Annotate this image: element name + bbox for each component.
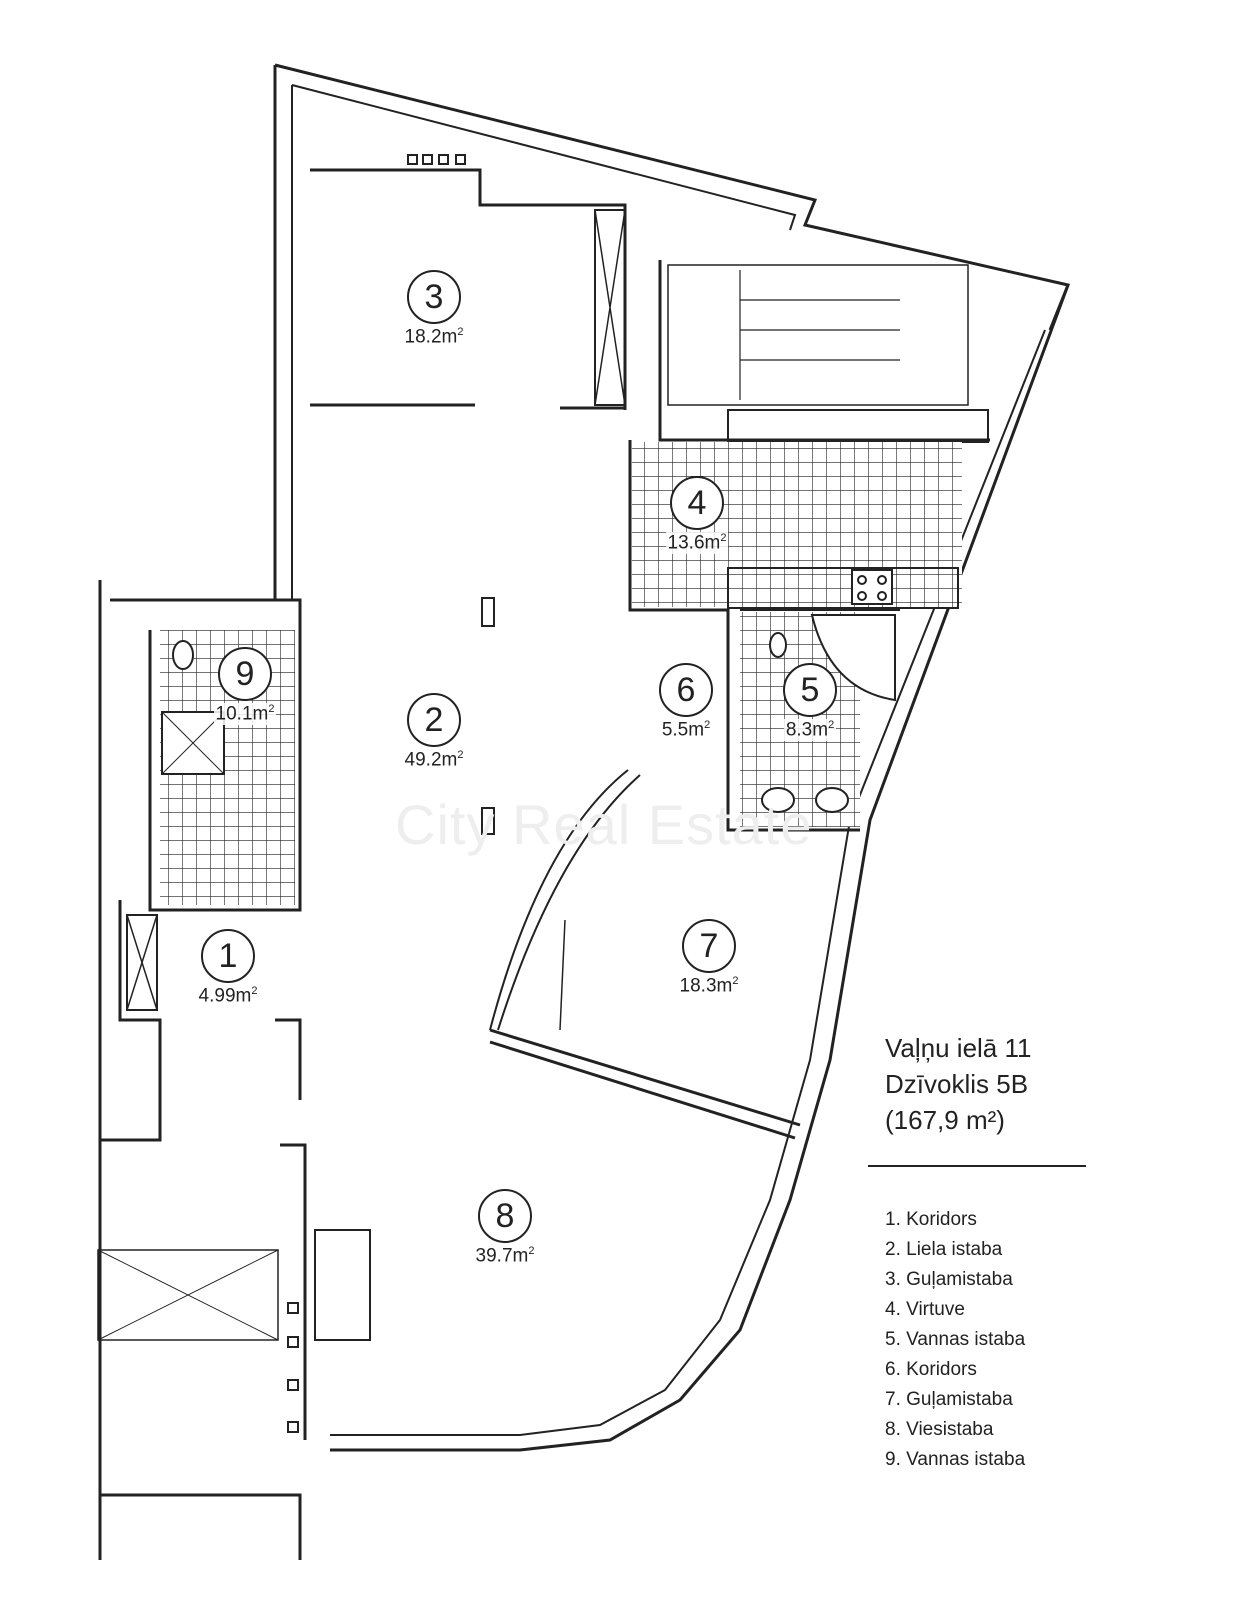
room-9-label: 9 10.1m2 [185,647,305,726]
room-area: 4.99m2 [196,985,260,1008]
room-8-label: 8 39.7m2 [445,1189,565,1268]
divider [868,1165,1086,1167]
watermark: City Real Estate [395,793,813,856]
legend-item: 6. Koridors [885,1359,977,1380]
legend-item: 5. Vannas istaba [885,1329,1026,1350]
room-area: 8.3m2 [783,719,837,742]
fixtures [161,567,959,813]
room-area: 39.7m2 [473,1245,537,1268]
room-number: 1 [201,929,255,983]
room-area: 49.2m2 [402,749,466,772]
legend-item: 2. Liela istaba [885,1239,1003,1260]
address: Vaļņu ielā 11 [885,1033,1032,1063]
apartment-name: Dzīvoklis 5B [885,1069,1029,1099]
walls [97,63,1071,1560]
room-1-label: 1 4.99m2 [168,929,288,1008]
legend-item: 4. Virtuve [885,1299,965,1320]
room-number: 4 [670,476,724,530]
room-number: 6 [659,663,713,717]
room-area: 18.3m2 [677,975,741,998]
room-4-label: 4 13.6m2 [637,476,757,555]
room-number: 8 [478,1189,532,1243]
legend-item: 7. Guļamistaba [885,1389,1013,1410]
room-number: 9 [218,647,272,701]
room-legend: 1. Koridors 2. Liela istaba 3. Guļamista… [885,1205,1025,1475]
room-3-label: 3 18.2m2 [374,270,494,349]
room-number: 3 [407,270,461,324]
room-2-label: 2 49.2m2 [374,693,494,772]
room-area: 5.5m2 [659,719,713,742]
room-number: 7 [682,919,736,973]
room-7-label: 7 18.3m2 [649,919,769,998]
room-5-label: 5 8.3m2 [750,663,870,742]
legend-item: 3. Guļamistaba [885,1269,1013,1290]
room-6-label: 6 5.5m2 [626,663,746,742]
total-area: (167,9 m²) [885,1105,1005,1135]
room-area: 10.1m2 [213,703,277,726]
room-number: 2 [407,693,461,747]
room-area: 18.2m2 [402,326,466,349]
room-number: 5 [783,663,837,717]
room-area: 13.6m2 [665,532,729,555]
plan-title: Vaļņu ielā 11 Dzīvoklis 5B (167,9 m²) [885,1030,1031,1138]
legend-item: 9. Vannas istaba [885,1449,1026,1470]
legend-item: 8. Viesistaba [885,1419,994,1440]
legend-item: 1. Koridors [885,1209,977,1230]
